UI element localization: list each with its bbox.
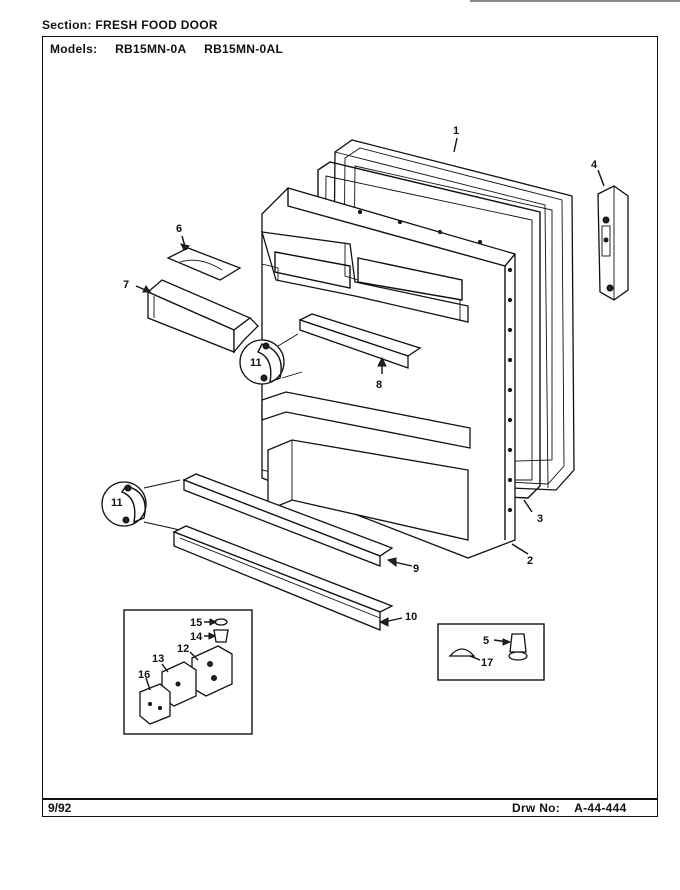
callout-16: 16	[138, 669, 150, 681]
inset-cap-parts	[437, 623, 545, 681]
callout-5: 5	[483, 635, 489, 647]
callout-4: 4	[591, 159, 598, 171]
callout-13: 13	[152, 653, 164, 665]
models-heading: Models: RB15MN-0A RB15MN-0AL	[50, 42, 297, 56]
door-shelf-bar	[182, 473, 413, 567]
callout-17: 17	[481, 657, 493, 669]
models-label: Models:	[50, 42, 98, 56]
drawing-number: A-44-444	[574, 801, 627, 815]
callout-14: 14	[190, 631, 203, 643]
dairy-cover	[166, 235, 242, 281]
liner-screw-holes	[357, 209, 513, 513]
section-value: FRESH FOOD DOOR	[95, 18, 218, 32]
section-label: Section:	[42, 18, 92, 32]
callout-10: 10	[405, 611, 417, 623]
model-number: RB15MN-0A	[115, 42, 187, 56]
callout-8: 8	[376, 379, 382, 391]
dairy-compartment	[135, 279, 259, 354]
drawing-label: Drw No:	[512, 801, 561, 815]
callout-2: 2	[527, 555, 533, 567]
callout-3: 3	[537, 513, 543, 525]
door-hinge	[597, 185, 629, 301]
callout-11-upper: 11	[250, 357, 262, 369]
callout-labels: 1 2 3 4 5 6 7 8 9 10 11 11 12 13 14 15 1…	[111, 125, 598, 681]
footer-divider	[42, 798, 658, 800]
retainer-detail-lower	[101, 479, 181, 531]
lower-shelf-bar	[172, 525, 403, 631]
top-edge-line	[470, 0, 680, 2]
callout-1: 1	[453, 125, 459, 137]
callout-15: 15	[190, 617, 202, 629]
callout-11-lower: 11	[111, 497, 123, 509]
section-heading: Section: FRESH FOOD DOOR	[42, 18, 218, 32]
diagram-frame	[42, 36, 658, 817]
drawing-number-block: Drw No: A-44-444	[512, 801, 627, 815]
revision-date: 9/92	[48, 801, 72, 815]
door-inner-liner	[261, 187, 516, 559]
callout-6: 6	[176, 223, 182, 235]
leader-lines	[453, 137, 605, 555]
callout-7: 7	[123, 279, 129, 291]
callout-12: 12	[177, 643, 189, 655]
callout-9: 9	[413, 563, 419, 575]
shelf-rail-upper	[298, 313, 422, 374]
inset-hinge-parts	[123, 609, 253, 735]
retainer-detail-upper	[239, 333, 303, 385]
model-number: RB15MN-0AL	[204, 42, 284, 56]
